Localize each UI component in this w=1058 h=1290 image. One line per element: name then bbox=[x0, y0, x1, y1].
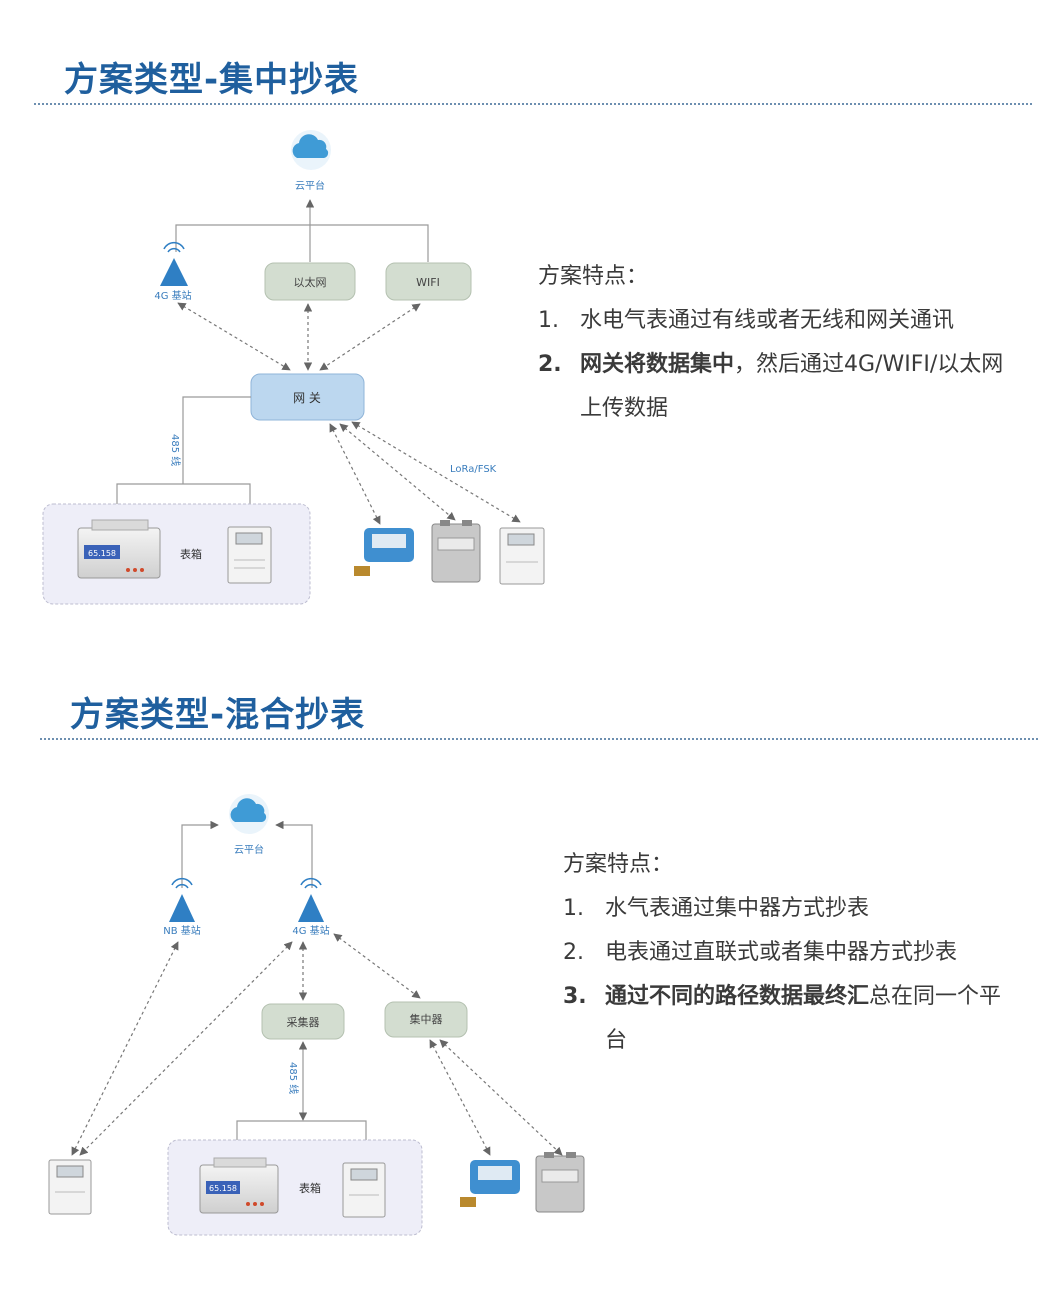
base-station-icon bbox=[298, 877, 324, 922]
section1-title: 方案类型-集中抄表 bbox=[64, 60, 360, 100]
feature-item: 2. 电表通过直联式或者集中器方式抄表 bbox=[563, 940, 958, 965]
section1-diagram: 云平台 4G 基站 以太网 WIFI 网 关 LoRa/FSK 485 线 bbox=[42, 130, 545, 605]
feature-item: 3. 通过不同的路径数据最终汇总在同一个平台 bbox=[563, 984, 1002, 1053]
section1-divider bbox=[34, 103, 1032, 105]
cloud-label: 云平台 bbox=[295, 179, 325, 192]
electric-meter-icon-2 bbox=[499, 527, 545, 585]
base-station-label: 4G 基站 bbox=[292, 924, 329, 937]
features-heading: 方案特点： bbox=[538, 264, 649, 289]
section2-features: 方案特点： 1. 水气表通过集中器方式抄表 2. 电表通过直联式或者集中器方式抄… bbox=[563, 843, 1023, 1063]
concentrator-label: 集中器 bbox=[410, 1012, 443, 1026]
gas-meter-icon bbox=[535, 1152, 585, 1213]
base-station-icon bbox=[160, 241, 188, 286]
din-meter-icon: 65.158 bbox=[77, 519, 161, 579]
svg-text:65.158: 65.158 bbox=[88, 549, 116, 558]
section2-diagram: 云平台 NB 基站 4G 基站 采集器 集中器 485 线 bbox=[48, 794, 585, 1236]
features-heading: 方案特点： bbox=[563, 852, 674, 877]
meter-box-label: 表箱 bbox=[299, 1181, 321, 1195]
section2-title: 方案类型-混合抄表 bbox=[70, 695, 366, 735]
wire-485-label: 485 线 bbox=[169, 434, 182, 466]
feature-item: 1. 水电气表通过有线或者无线和网关通讯 bbox=[538, 308, 955, 333]
din-meter-icon: 65.158 bbox=[199, 1157, 279, 1214]
cloud-label: 云平台 bbox=[234, 843, 264, 856]
svg-text:65.158: 65.158 bbox=[209, 1184, 237, 1193]
feature-item: 1. 水气表通过集中器方式抄表 bbox=[563, 896, 870, 921]
water-meter-icon bbox=[354, 528, 414, 576]
wifi-label: WIFI bbox=[416, 276, 440, 289]
nb-base-station-label: NB 基站 bbox=[163, 924, 201, 937]
section1-features: 方案特点： 1. 水电气表通过有线或者无线和网关通讯 2. 网关将数据集中，然后… bbox=[538, 255, 1018, 431]
cloud-icon bbox=[291, 130, 331, 170]
electric-meter-icon bbox=[227, 526, 272, 584]
wire-485-label: 485 线 bbox=[287, 1062, 300, 1094]
uplink-lines bbox=[181, 820, 313, 888]
electric-meter-icon bbox=[48, 1159, 92, 1215]
wire-485 bbox=[116, 396, 251, 505]
base-station-label: 4G 基站 bbox=[154, 289, 191, 302]
collector-label: 采集器 bbox=[287, 1015, 320, 1029]
feature-item: 2. 网关将数据集中，然后通过4G/WIFI/以太网上传数据 bbox=[538, 352, 1004, 421]
concentrator-node bbox=[384, 1001, 468, 1038]
uplink-lines bbox=[175, 199, 429, 262]
wifi-node bbox=[385, 262, 472, 301]
ethernet-label: 以太网 bbox=[294, 276, 327, 289]
meter-box-label: 表箱 bbox=[180, 547, 202, 561]
cloud-icon bbox=[229, 794, 269, 834]
wireless-links bbox=[71, 933, 563, 1156]
gateway-label: 网 关 bbox=[293, 391, 321, 405]
electric-meter-icon-2 bbox=[342, 1162, 386, 1218]
water-meter-icon bbox=[460, 1160, 520, 1207]
gateway-links bbox=[177, 302, 521, 525]
ethernet-node bbox=[264, 262, 356, 301]
nb-base-station-icon bbox=[169, 877, 195, 922]
wire-485 bbox=[236, 1041, 367, 1142]
gas-meter-icon bbox=[431, 520, 481, 583]
lora-label: LoRa/FSK bbox=[450, 464, 497, 475]
section2-divider bbox=[40, 738, 1038, 740]
